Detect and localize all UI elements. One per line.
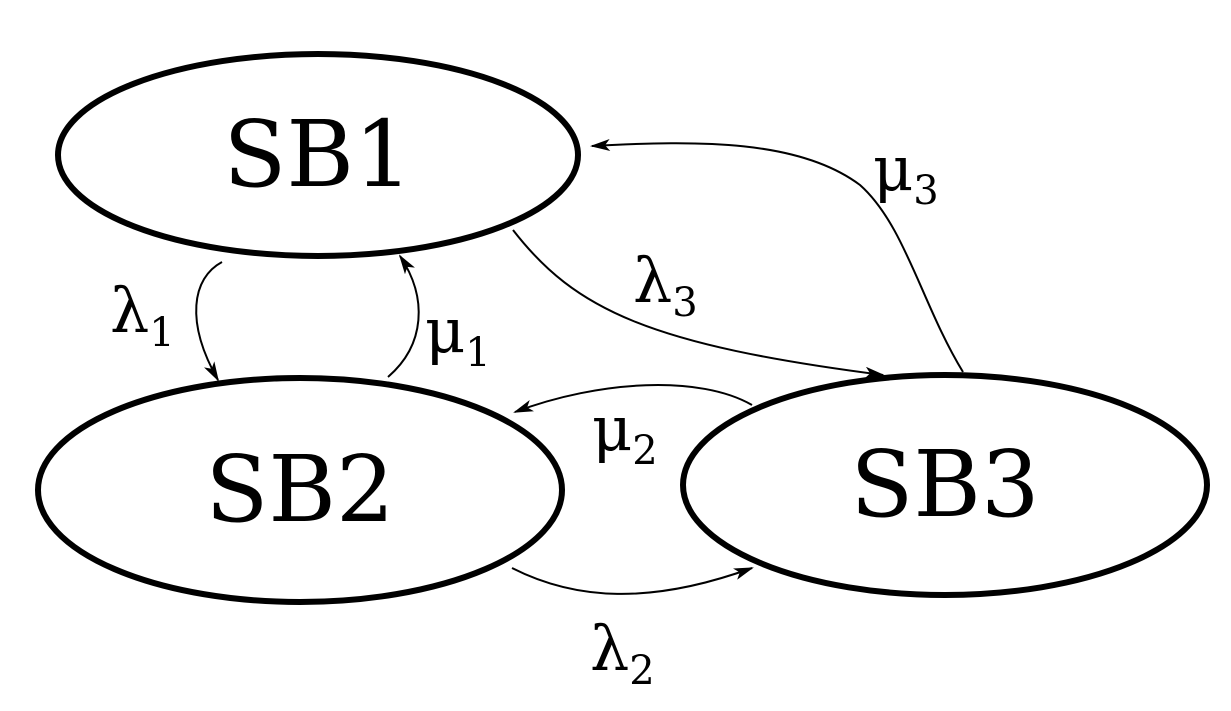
state-sb1: SB1: [55, 51, 581, 259]
rate-subscript: 3: [913, 168, 938, 214]
rate-label-mu3: μ3: [873, 132, 939, 214]
edge-sb2-to-sb1: [387, 254, 420, 378]
rate-label-mu2: μ2: [592, 392, 658, 474]
state-label-sb3: SB3: [850, 431, 1039, 538]
rate-label-lambda1: λ1: [110, 274, 175, 356]
rate-subscript: 2: [632, 428, 657, 474]
rate-subscript: 3: [672, 280, 697, 326]
rate-symbol: μ: [425, 294, 465, 367]
rate-symbol: λ: [110, 274, 149, 347]
state-label-sb2: SB2: [205, 436, 394, 543]
rate-subscript: 2: [629, 648, 654, 694]
rate-label-mu1: μ1: [425, 294, 491, 376]
rate-symbol: λ: [590, 612, 629, 685]
state-sb3: SB3: [680, 372, 1210, 598]
rate-label-lambda3: λ3: [633, 244, 698, 326]
state-sb2: SB2: [35, 375, 565, 605]
rate-symbol: μ: [873, 132, 913, 205]
rate-symbol: μ: [592, 392, 632, 465]
edge-sb1-to-sb3: [512, 229, 885, 379]
edge-sb2-to-sb3: [511, 567, 754, 595]
rate-subscript: 1: [149, 310, 174, 356]
edge-sb3-to-sb1: [590, 139, 964, 373]
edge-sb1-to-sb2: [195, 261, 223, 382]
rate-symbol: λ: [633, 244, 672, 317]
rate-subscript: 1: [465, 330, 490, 376]
rate-label-lambda2: λ2: [590, 612, 655, 694]
edge-sb3-to-sb2: [513, 384, 753, 413]
state-label-sb1: SB1: [223, 101, 412, 208]
